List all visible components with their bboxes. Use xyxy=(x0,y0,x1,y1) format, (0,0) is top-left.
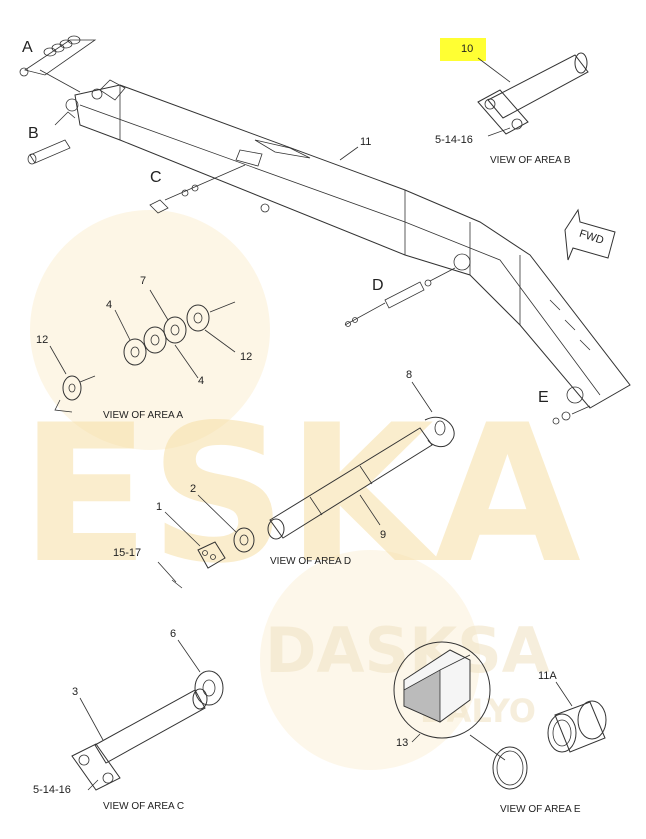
view-area-c: 6 3 5-14-16 VIEW OF AREA C xyxy=(33,628,224,812)
callout-5-14-16-c: 5-14-16 xyxy=(33,784,71,796)
area-a-callout: A xyxy=(19,35,97,93)
callout-5-14-16-b: 5-14-16 xyxy=(435,134,473,146)
callout-10: 10 xyxy=(461,43,473,55)
boom-drawing xyxy=(65,79,631,409)
view-area-b: 10 5-14-16 VIEW OF AREA B xyxy=(435,43,589,166)
callout-12-a: 12 xyxy=(240,351,252,363)
area-e-callout: E xyxy=(538,389,591,425)
callout-6: 6 xyxy=(170,628,176,640)
caption-area-c: VIEW OF AREA C xyxy=(103,801,184,812)
callout-15-17: 15-17 xyxy=(113,547,141,559)
caption-area-e: VIEW OF AREA E xyxy=(500,804,581,815)
callout-2: 2 xyxy=(190,483,196,495)
watermark-text: ESKA xyxy=(20,384,581,605)
callout-4-b: 4 xyxy=(198,375,204,387)
callout-3: 3 xyxy=(72,686,78,698)
view-area-d: 8 9 2 1 15-17 VIEW OF AREA D xyxy=(113,369,455,589)
callout-11: 11 xyxy=(360,136,371,148)
fwd-arrow: FWD xyxy=(564,208,616,261)
area-c-callout: C xyxy=(149,164,246,214)
view-area-e: 13 11A VIEW OF AREA E xyxy=(393,641,607,815)
watermark-stamp: DASKSA xyxy=(265,614,550,687)
callout-12-b: 12 xyxy=(36,334,48,346)
highlight-box xyxy=(440,38,486,61)
area-letter-a: A xyxy=(22,39,33,56)
area-d-callout: D xyxy=(344,267,456,327)
callout-13: 13 xyxy=(396,737,408,749)
callout-8: 8 xyxy=(406,369,412,381)
caption-area-d: VIEW OF AREA D xyxy=(270,556,351,567)
callout-11a: 11A xyxy=(538,670,557,682)
caption-area-a: VIEW OF AREA A xyxy=(103,410,183,421)
area-letter-c: C xyxy=(150,169,162,186)
callout-9: 9 xyxy=(380,529,386,541)
callout-1: 1 xyxy=(156,501,162,513)
area-letter-d: D xyxy=(372,277,384,294)
callout-4-a: 4 xyxy=(106,299,112,311)
caption-area-b: VIEW OF AREA B xyxy=(490,155,571,166)
fwd-label: FWD xyxy=(578,228,606,247)
watermark: ESKA DASKSA DALYO xyxy=(20,210,581,770)
area-letter-b: B xyxy=(28,125,39,142)
area-b-callout: B xyxy=(27,111,76,165)
view-area-a: 4 7 12 4 12 VIEW OF AREA A xyxy=(36,275,252,421)
area-letter-e: E xyxy=(538,389,549,406)
callout-7: 7 xyxy=(140,275,146,287)
